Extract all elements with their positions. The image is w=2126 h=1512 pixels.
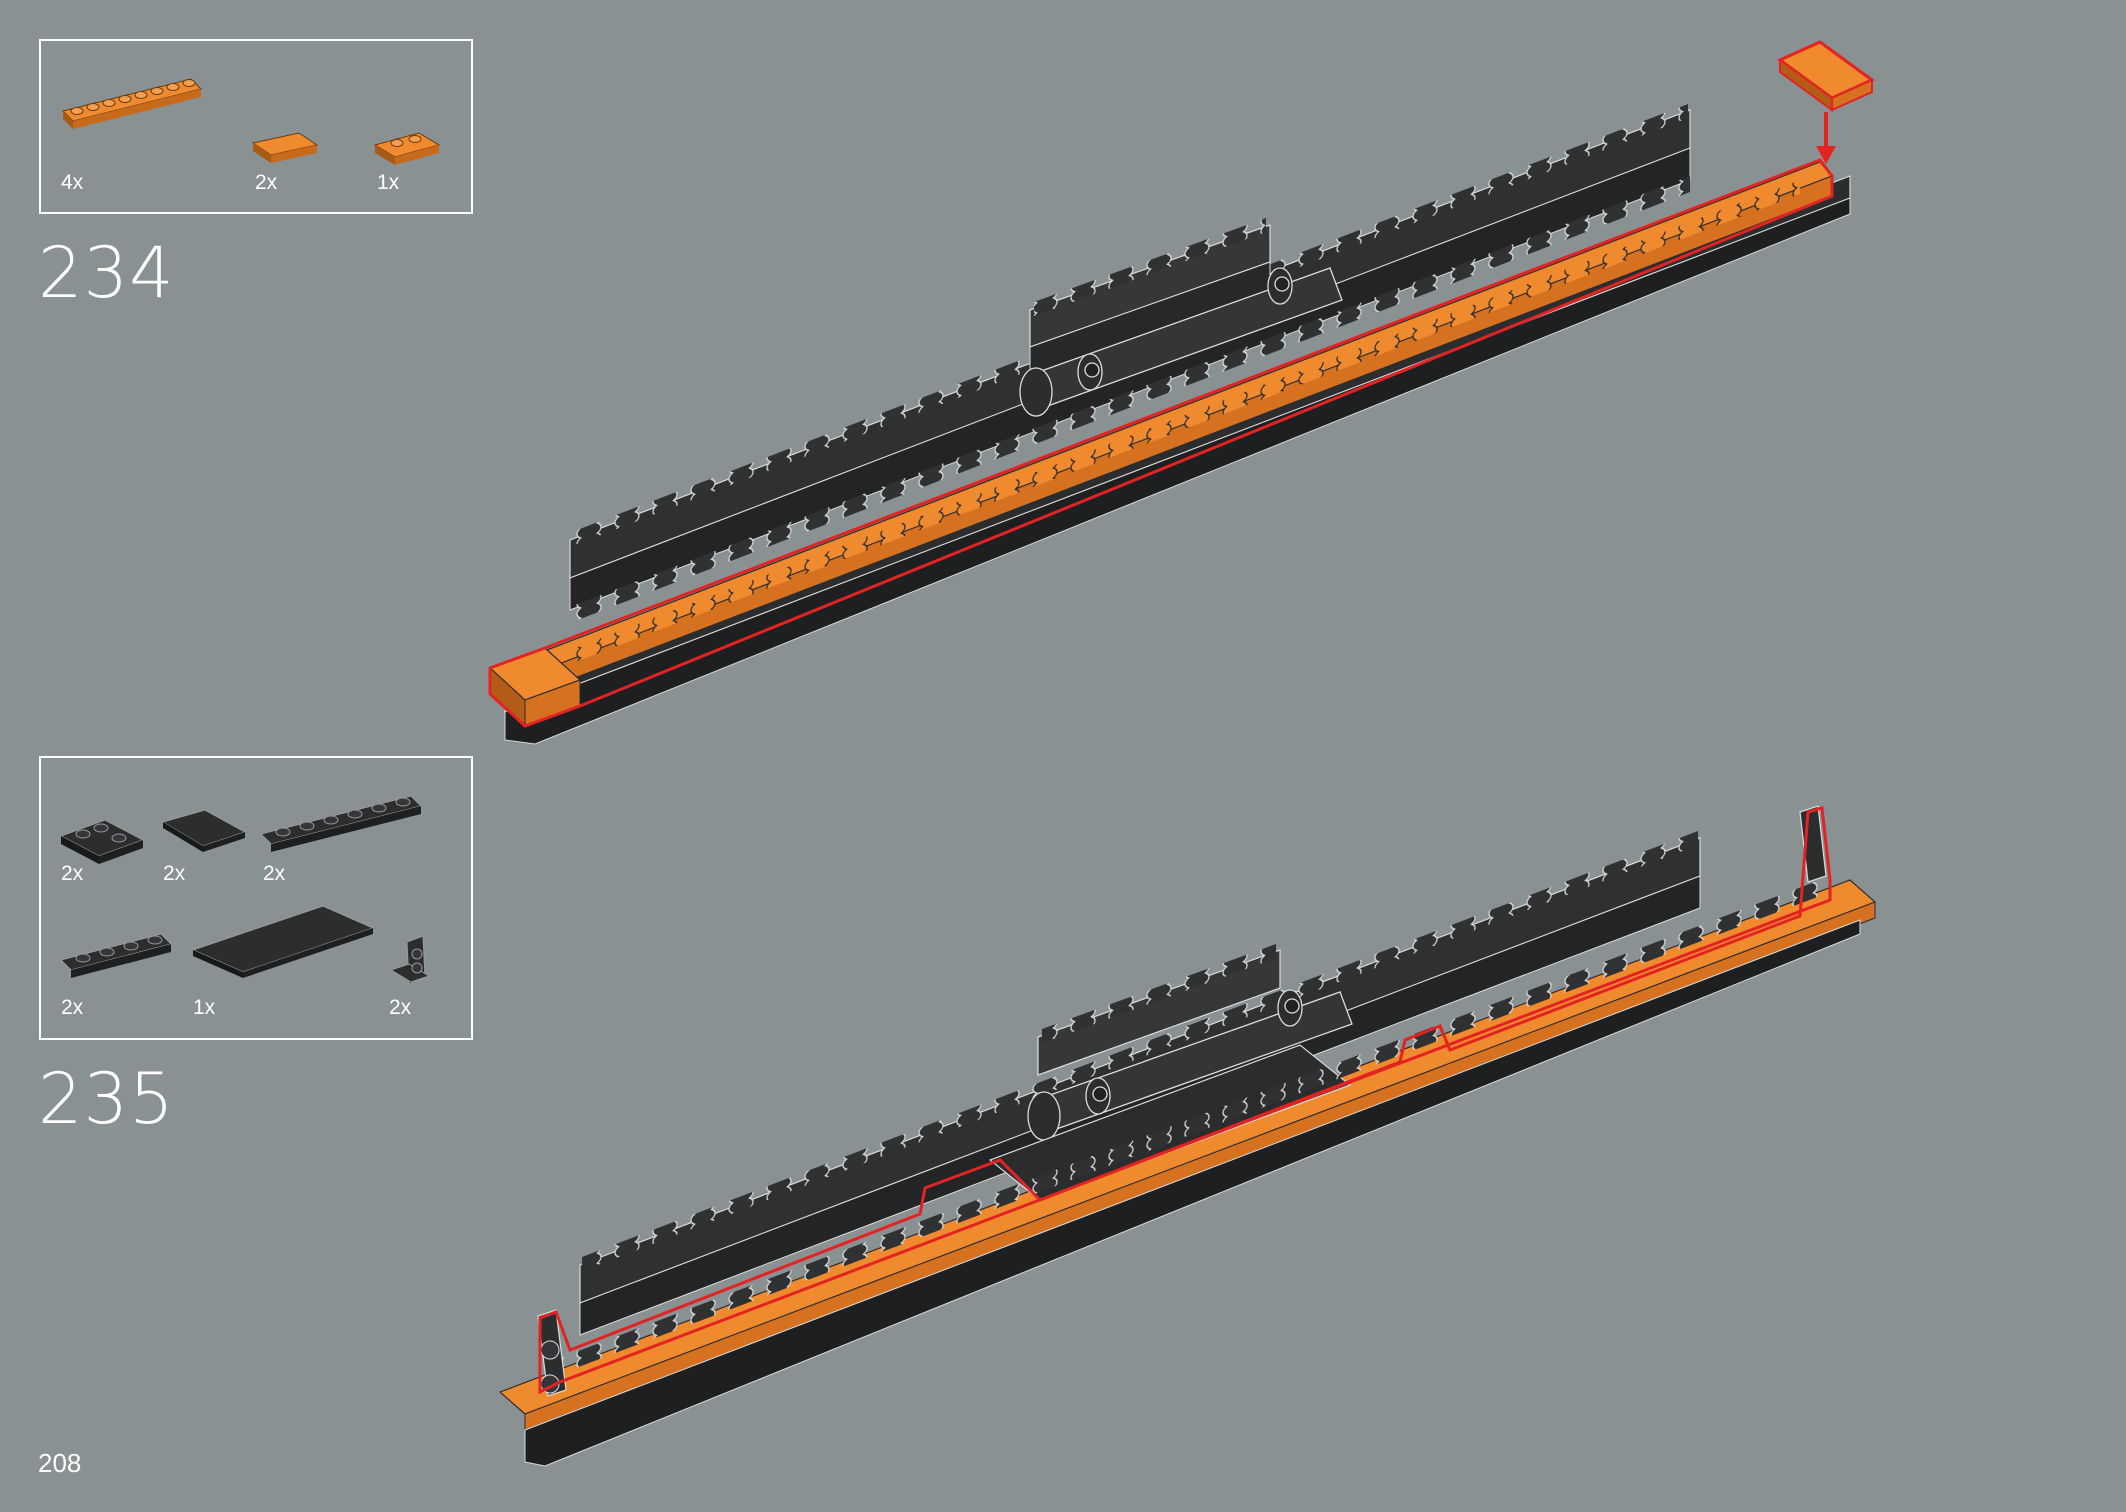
part-qty: 2x xyxy=(61,996,84,1019)
part-qty: 2x xyxy=(61,862,84,885)
step-number: 235 xyxy=(38,1058,175,1140)
black-corner-plate-icon xyxy=(59,819,145,864)
orange-1x2-rail-plate-icon xyxy=(373,132,441,165)
part-qty: 2x xyxy=(389,996,412,1019)
step-number: 234 xyxy=(38,232,175,314)
part-qty: 2x xyxy=(163,862,186,885)
orange-1x8-rail-plate-icon xyxy=(62,78,202,129)
orange-1x2-tile-icon xyxy=(251,132,319,163)
part-qty: 1x xyxy=(193,996,216,1019)
parts-callout-235: 2x 2x 2x 2x 1x 2x xyxy=(39,756,473,1040)
part-qty: 1x xyxy=(377,171,400,194)
black-2x8-tile-icon xyxy=(191,905,375,978)
part-qty: 2x xyxy=(255,171,278,194)
black-1x6-plate-icon xyxy=(260,795,422,852)
black-2x2-tile-icon xyxy=(161,809,247,852)
page-number: 208 xyxy=(38,1448,82,1478)
part-qty: 2x xyxy=(263,862,286,885)
black-1x2-bracket-icon xyxy=(389,935,431,985)
black-1x4-plate-icon xyxy=(60,933,172,978)
part-qty: 4x xyxy=(61,171,84,194)
parts-callout-234: 4x 2x 1x xyxy=(39,39,473,214)
